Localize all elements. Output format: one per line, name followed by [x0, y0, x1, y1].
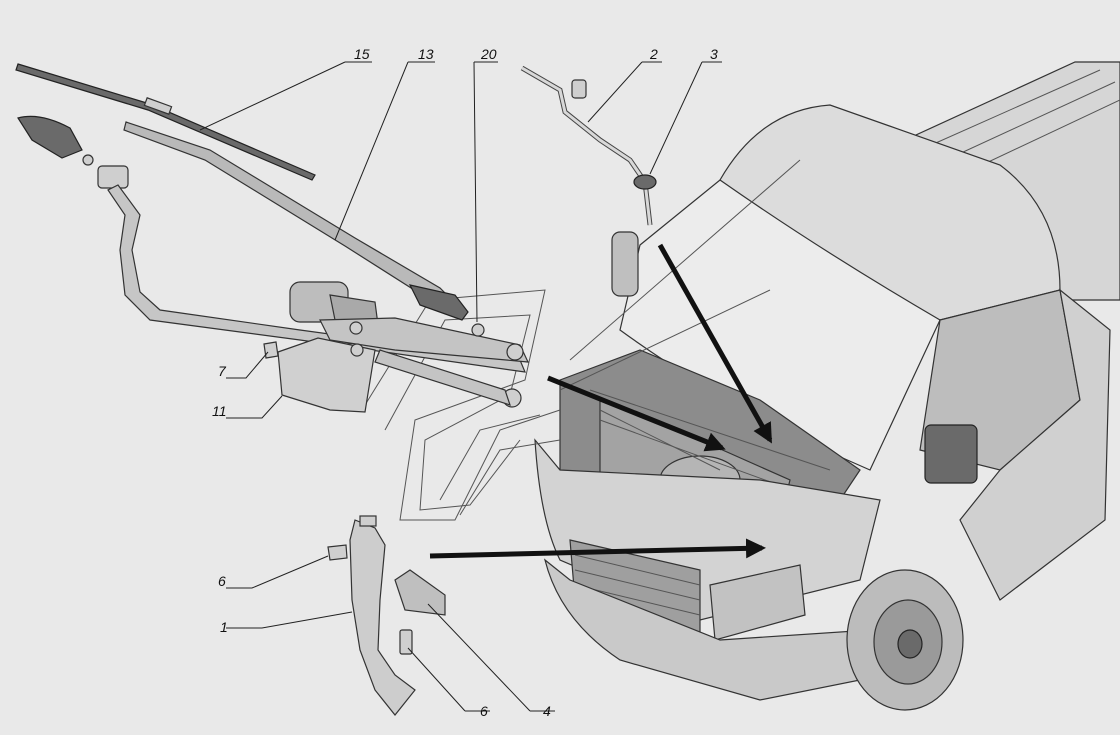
- callout-15: 15: [354, 46, 370, 62]
- callout-labels: 15 13 20 2 3 7 11 6 1 6 4: [212, 46, 718, 719]
- callout-20: 20: [480, 46, 497, 62]
- callout-2: 2: [649, 46, 658, 62]
- pad: [394, 569, 446, 616]
- side-mirror: [924, 424, 978, 484]
- left-spindle-link: [17, 115, 526, 373]
- truck-illustration: [534, 61, 1120, 711]
- callout-3: 3: [710, 46, 718, 62]
- wiper-motor-assembly: [277, 281, 529, 413]
- callout-6-lower: 6: [480, 703, 488, 719]
- leader-lines: [199, 61, 722, 712]
- bolt: [263, 341, 279, 359]
- bolt-lower: [399, 629, 413, 655]
- left-mirror: [611, 231, 639, 297]
- callout-7: 7: [218, 363, 227, 379]
- washer-hose: [520, 65, 657, 226]
- grommet: [633, 174, 657, 190]
- callout-11: 11: [212, 403, 227, 419]
- callout-4: 4: [543, 703, 551, 719]
- nut: [471, 323, 485, 337]
- callout-6-upper: 6: [218, 573, 226, 589]
- wiper-blade: [15, 63, 316, 181]
- callout-13: 13: [418, 46, 434, 62]
- bracket-assembly: [327, 515, 446, 716]
- wiper-arm: [123, 121, 469, 321]
- location-arrows: [429, 243, 773, 559]
- callout-1: 1: [220, 619, 228, 635]
- headlight: [709, 564, 806, 641]
- bolt-upper: [327, 544, 348, 561]
